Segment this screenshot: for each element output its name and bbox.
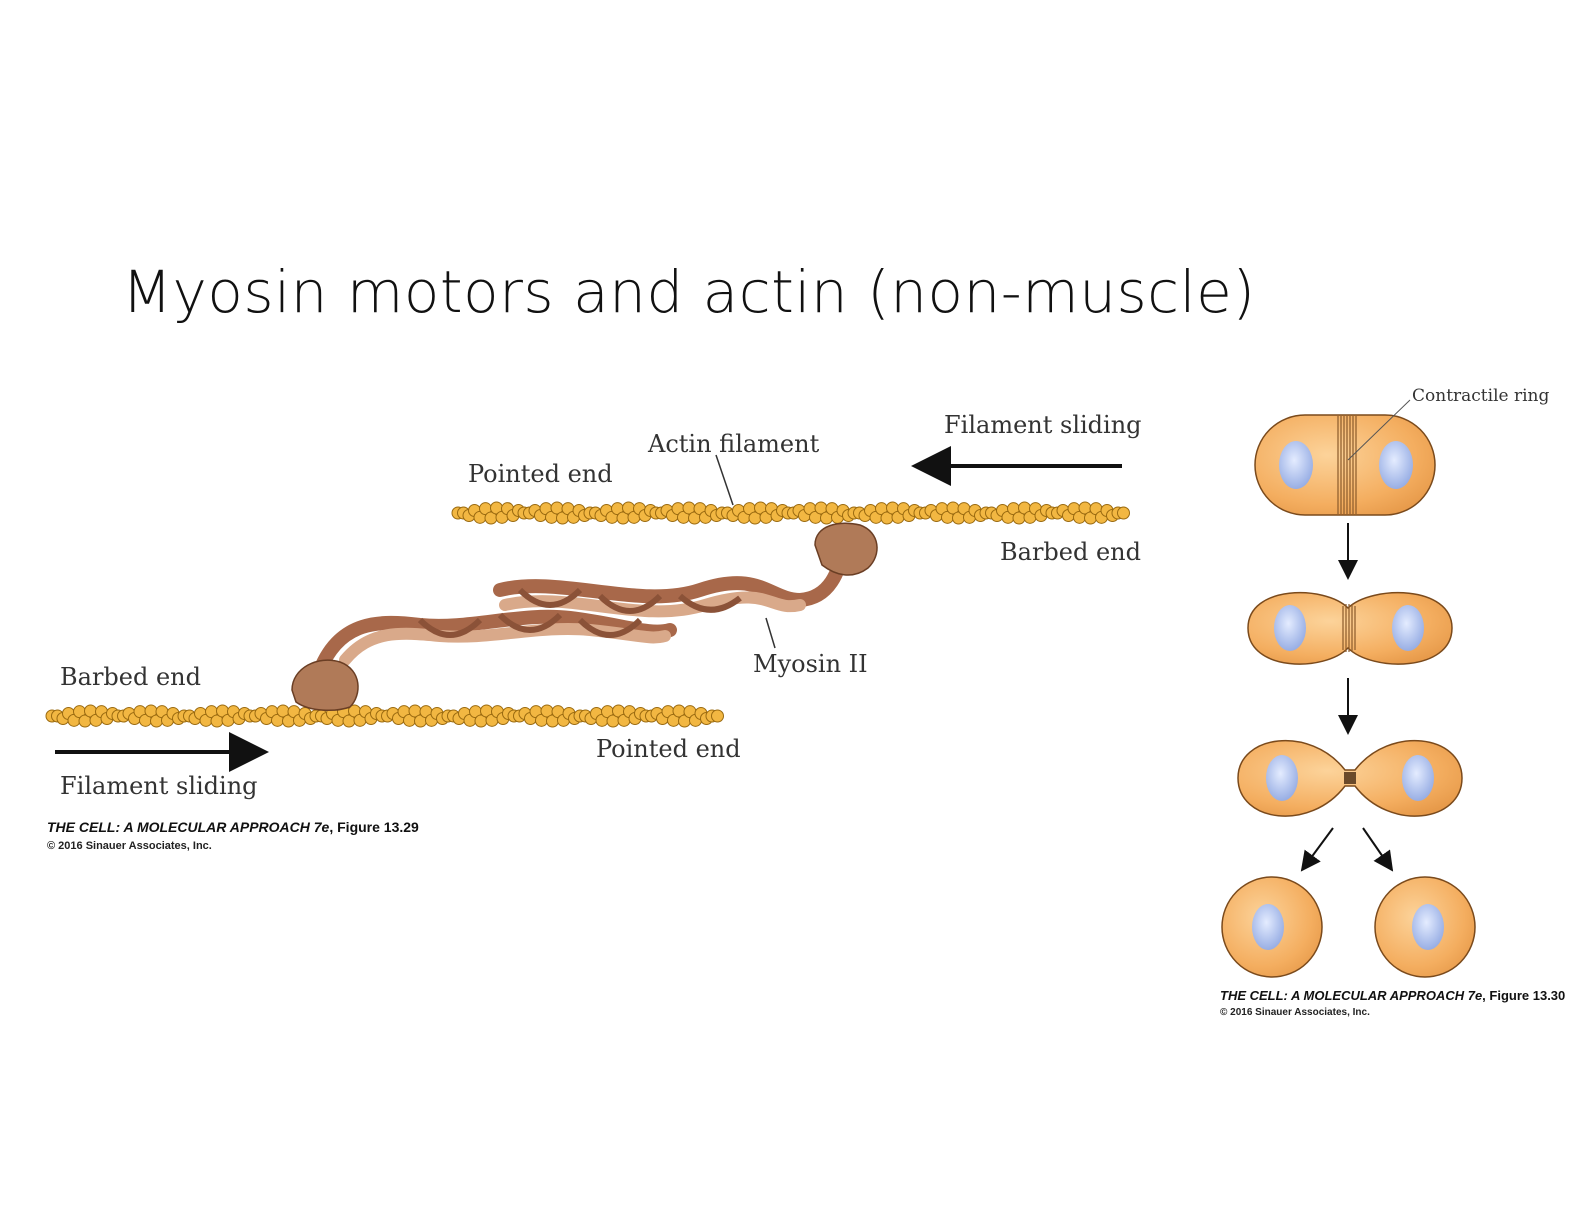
cell-stage-3 [1237,739,1463,817]
label-myosin-ii: Myosin II [753,650,868,678]
myosin-head-bottom [291,659,359,712]
contractile-ring [1342,604,1356,652]
nucleus [1412,904,1444,950]
nucleus [1402,755,1434,801]
label-filament-sliding-bottom: Filament sliding [60,772,258,800]
daughter-cell-right [1374,876,1476,978]
actin-monomer [1117,506,1130,520]
cell-stage-1 [1254,399,1436,516]
contractile-ring [1337,416,1357,514]
nucleus [1379,441,1413,489]
nucleus [1279,441,1313,489]
actin-monomer [711,709,724,723]
cell-stage-2 [1247,592,1453,665]
caption-right-copyright: © 2016 Sinauer Associates, Inc. [1220,1007,1370,1018]
ring-leader-line [1347,399,1411,461]
caption-left-copyright: © 2016 Sinauer Associates, Inc. [47,840,212,852]
midbody [1344,772,1356,784]
nucleus [1252,904,1284,950]
actin-myosin-figure: Actin filament Pointed end Filament slid… [45,411,1142,852]
label-barbed-end-top: Barbed end [1000,538,1141,566]
label-barbed-end-bottom: Barbed end [60,663,201,691]
label-actin-filament: Actin filament [647,430,820,458]
slide-title: Myosin motors and actin (non-muscle) [122,258,1256,326]
actin-filament-top [451,501,1130,525]
nucleus [1266,755,1298,801]
actin-leader-line [715,454,734,506]
stage-arrow [1362,827,1394,872]
label-pointed-end-top: Pointed end [468,460,613,488]
caption-right-title: THE CELL: A MOLECULAR APPROACH 7e, Figur… [1220,988,1565,1003]
actin-filament-bottom [45,704,724,728]
stage-arrow [1300,827,1334,872]
nucleus [1274,605,1306,651]
label-filament-sliding-top: Filament sliding [944,411,1142,439]
nucleus [1392,605,1424,651]
myosin-ii-filament [313,543,849,677]
myosin-head-top [814,522,878,576]
cytokinesis-figure: Contractile ring [1220,386,1565,1018]
label-contractile-ring: Contractile ring [1412,386,1549,406]
myosin-leader-line [765,617,776,649]
caption-left-title: THE CELL: A MOLECULAR APPROACH 7e, Figur… [47,819,419,835]
daughter-cell-left [1221,876,1323,978]
label-pointed-end-bottom: Pointed end [596,735,741,763]
